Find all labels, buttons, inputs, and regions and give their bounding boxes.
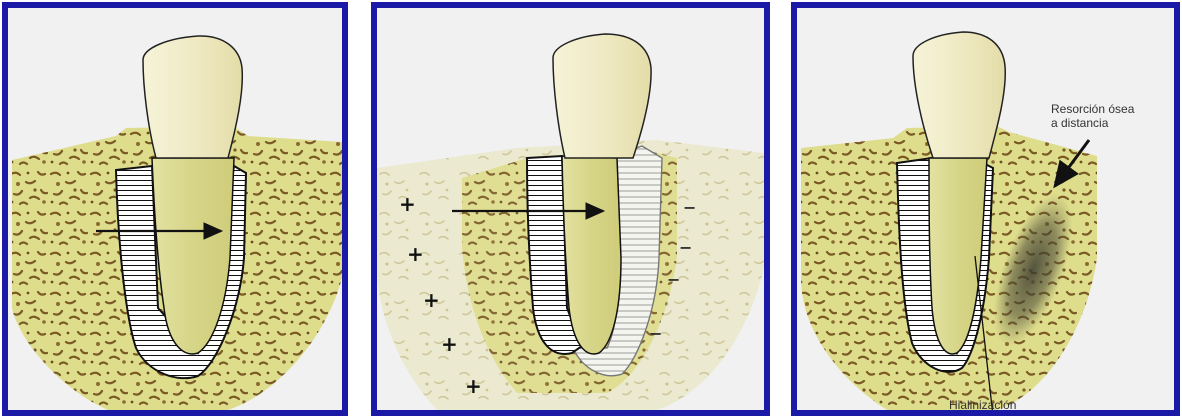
panel2-illustration bbox=[377, 8, 764, 410]
panel1-illustration bbox=[8, 8, 342, 410]
tooth-crown bbox=[143, 36, 242, 158]
label-hyalinization: Hialinización bbox=[949, 398, 1016, 412]
panel-hyalinization: Resorción ósea a distancia Hialinización bbox=[791, 2, 1180, 416]
panel-initial-force bbox=[2, 2, 348, 416]
minus-sign-icon: − bbox=[667, 272, 680, 288]
panel-pressure-tension: + + + + + − − − − bbox=[371, 2, 770, 416]
label-resorption-line1: Resorción ósea bbox=[1051, 102, 1134, 116]
plus-sign-icon: + bbox=[441, 334, 458, 354]
minus-sign-icon: − bbox=[649, 326, 662, 342]
panel3-illustration bbox=[797, 8, 1174, 410]
plus-sign-icon: + bbox=[423, 290, 440, 310]
plus-sign-icon: + bbox=[465, 376, 482, 396]
label-resorption-line2: a distancia bbox=[1051, 116, 1108, 130]
minus-sign-icon: − bbox=[683, 200, 696, 216]
plus-sign-icon: + bbox=[407, 244, 424, 264]
minus-sign-icon: − bbox=[679, 240, 692, 256]
plus-sign-icon: + bbox=[399, 194, 416, 214]
tooth-crown bbox=[553, 34, 651, 158]
tooth-crown bbox=[913, 32, 1005, 158]
